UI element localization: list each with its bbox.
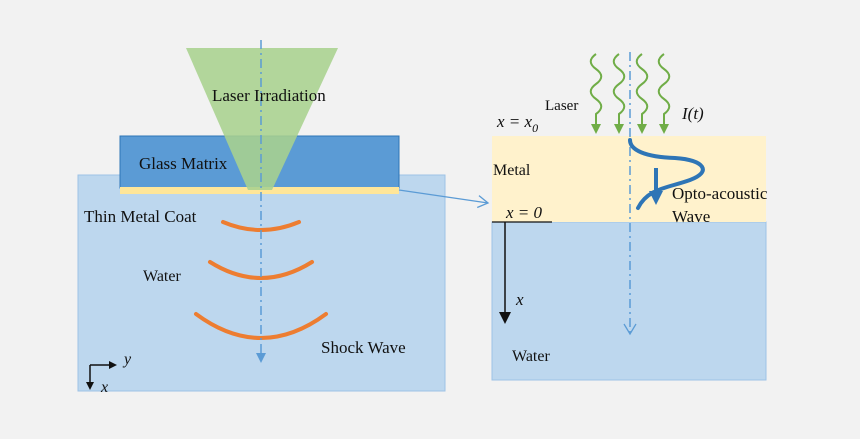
metal-label: Metal <box>493 162 531 179</box>
right-panel: x = x0 Laser I(t) Metal Opto-acoustic Wa… <box>491 52 768 381</box>
thin-metal-coat <box>120 187 399 194</box>
shock-wave-1 <box>221 220 301 232</box>
laser-rays <box>589 53 671 134</box>
laser-label-right: Laser <box>545 98 578 114</box>
axis-y-label: y <box>122 351 132 368</box>
water-label-left: Water <box>143 268 181 285</box>
water-label-right: Water <box>512 348 550 365</box>
intensity-label: I(t) <box>681 104 704 123</box>
shock-wave-3 <box>194 312 328 340</box>
laser-irradiation-label: Laser Irradiation <box>212 86 326 105</box>
shock-wave-2 <box>208 260 314 280</box>
x-equals-zero-label: x = 0 <box>505 203 543 222</box>
water-region-right <box>491 221 767 381</box>
coordinate-indicator: y x <box>86 351 132 396</box>
x-equals-x0-label: x = x0 <box>496 112 538 135</box>
left-panel: Laser Irradiation Glass Matrix Thin Meta… <box>77 40 446 396</box>
glass-matrix-label: Glass Matrix <box>139 154 228 173</box>
x-axis-label: x <box>515 290 524 309</box>
opto-acoustic-label-line1: Opto-acoustic <box>672 184 768 203</box>
zoom-connector-arrow <box>398 189 490 209</box>
thin-metal-coat-label: Thin Metal Coat <box>84 207 197 226</box>
shock-wave-label: Shock Wave <box>321 338 406 357</box>
axis-x-label: x <box>100 379 108 396</box>
laser-cone <box>186 48 338 190</box>
opto-acoustic-label-line2: Wave <box>672 207 710 226</box>
opto-acoustic-wave-curve <box>628 138 705 210</box>
metal-region <box>492 136 766 222</box>
